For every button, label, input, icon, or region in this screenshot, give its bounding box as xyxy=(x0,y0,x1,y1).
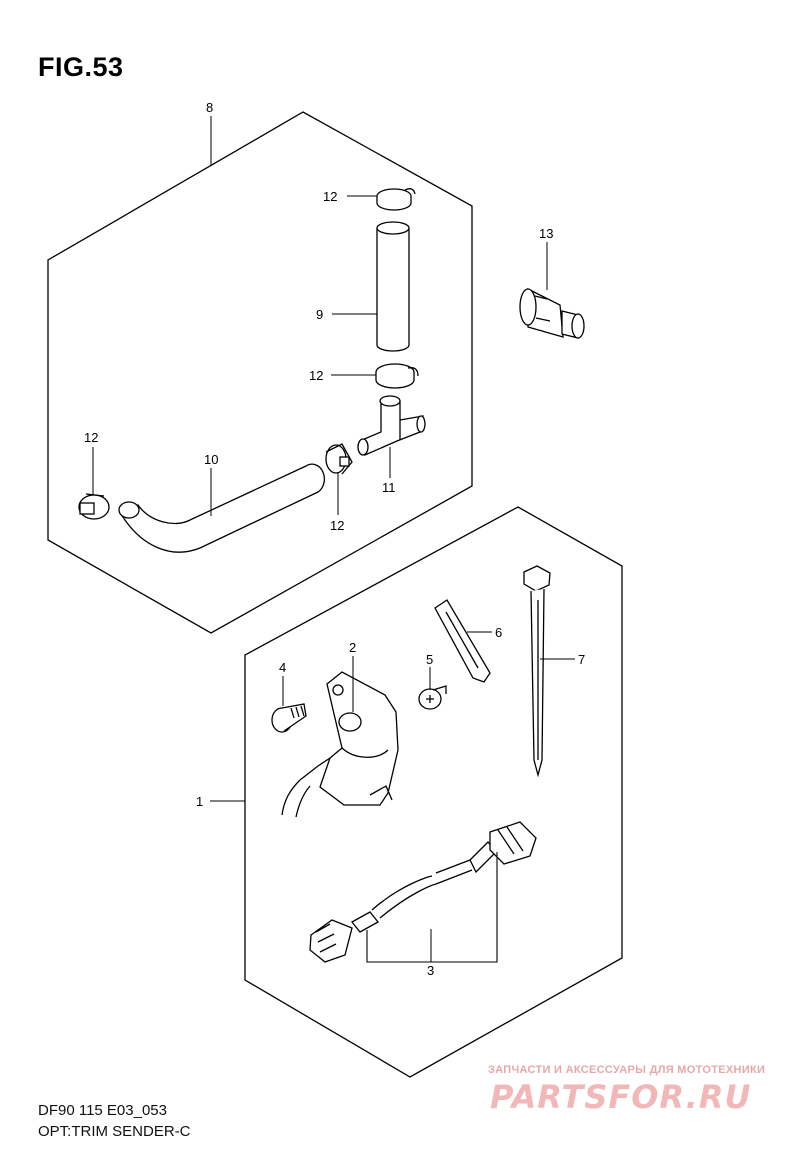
callout-12-middle: 12 xyxy=(309,368,323,383)
model-code: DF90 115 E03_053 xyxy=(38,1102,167,1119)
t-joint-11 xyxy=(357,395,426,456)
grommet-13 xyxy=(519,287,585,339)
clip-12-middle xyxy=(375,363,419,389)
figure-title: FIG.53 xyxy=(38,52,124,82)
callout-10: 10 xyxy=(204,452,218,467)
cable-tie-7 xyxy=(523,565,551,778)
watermark-logo: PARTSFOR.RU xyxy=(490,1078,752,1116)
callout-11: 11 xyxy=(382,480,396,495)
bolt-4 xyxy=(271,703,307,733)
kit-1-outline xyxy=(244,506,623,1078)
callout-5: 5 xyxy=(426,652,433,667)
callout-6: 6 xyxy=(495,625,502,640)
callout-12-left: 12 xyxy=(84,430,98,445)
callout-8: 8 xyxy=(206,100,213,115)
hose-10 xyxy=(118,463,326,553)
callout-9: 9 xyxy=(316,307,323,322)
callout-12-lower-right: 12 xyxy=(330,518,344,533)
callout-12-top: 12 xyxy=(323,189,337,204)
clip-12-lower-right xyxy=(325,443,353,475)
callout-3: 3 xyxy=(427,963,434,978)
strap-6 xyxy=(434,599,491,683)
callout-7: 7 xyxy=(578,652,585,667)
clip-12-top xyxy=(376,188,416,211)
callout-4: 4 xyxy=(279,660,286,675)
part-group-name: OPT:TRIM SENDER-C xyxy=(38,1123,191,1140)
hose-9 xyxy=(376,221,410,352)
screw-5 xyxy=(418,685,447,710)
harness-3 xyxy=(309,821,537,963)
callout-13: 13 xyxy=(539,226,553,241)
kit-8-outline xyxy=(47,111,473,634)
callout-1: 1 xyxy=(196,794,203,809)
watermark-caption: ЗАПЧАСТИ И АКСЕССУАРЫ ДЛЯ МОТОТЕХНИКИ xyxy=(488,1064,766,1076)
trim-sender-2 xyxy=(281,671,399,818)
clip-12-left xyxy=(78,493,110,520)
callout-2: 2 xyxy=(349,640,356,655)
